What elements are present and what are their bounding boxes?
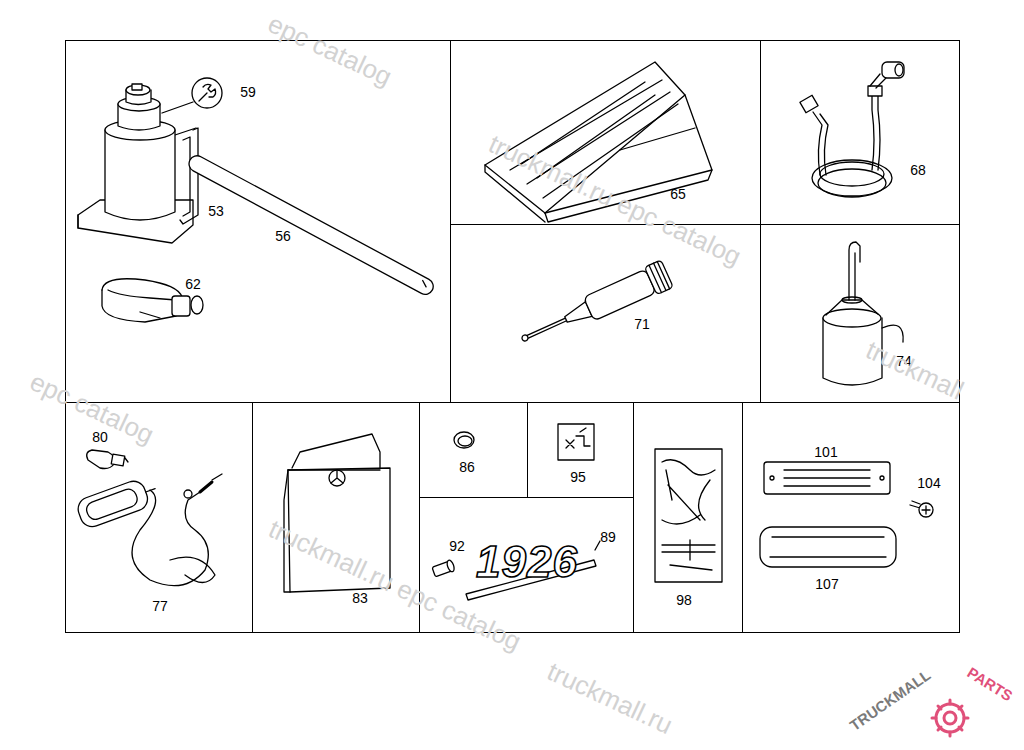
callout-number: 80 [92,430,108,444]
watermark: epc catalog [264,10,396,90]
callout-number: 65 [670,187,686,201]
type-plates [760,462,933,567]
callout-number: 59 [240,85,256,99]
callout-number: 56 [275,229,291,243]
catalog-cell: 86 [419,402,528,498]
catalog-cell: 101 104 107 [742,402,960,633]
callout-number: 68 [910,163,926,177]
catalog-cell: 80 77 [65,402,253,633]
emblem-underline [466,541,600,600]
instruction-sheet [655,449,722,582]
watermark: truckmall.ru [544,658,677,738]
callout-number: 98 [676,593,692,607]
air-hose [800,62,904,197]
catalog-cell: 98 [633,402,743,633]
callout-number: 83 [352,591,368,605]
warning-sticker [558,424,594,460]
logo-mark [932,700,968,736]
bulb [87,450,128,469]
jack-bar [186,153,436,297]
screw [432,559,456,577]
callout-number: 71 [634,317,650,331]
callout-number: 95 [570,470,586,484]
catalog-cell: 68 [760,40,960,225]
callout-number: 101 [814,445,837,459]
logo-text: PARTS [965,664,1015,703]
callout-number: 53 [208,204,224,218]
catalog-cell: 95 [527,402,634,498]
ring [454,432,474,448]
callout-number: 89 [600,530,616,544]
watermark: epc catalog [26,368,158,448]
callout-number: 107 [815,577,838,591]
callout-number: 104 [917,476,940,490]
catalog-cell: 59 53 56 62 [65,40,451,403]
callout-number: 86 [459,460,475,474]
callout-number: 92 [449,539,465,553]
callout-number: 62 [185,277,201,291]
inspection-lamp [75,474,222,586]
grease-gun [516,260,673,353]
callout-number: 77 [152,599,168,613]
logo-text: TRUCKMALL [847,667,933,733]
emblem-lettering: 1926 [476,540,578,584]
